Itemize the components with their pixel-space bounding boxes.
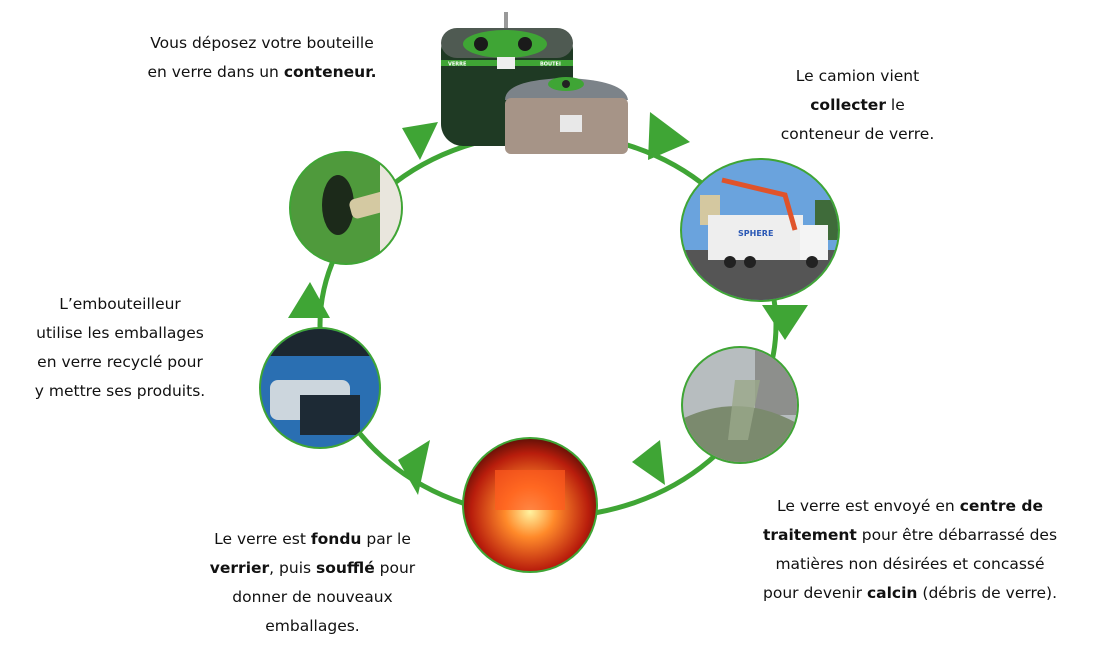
keyword: verrier — [209, 559, 270, 577]
container-band-label: VERRE — [448, 62, 467, 68]
text-line: conteneur de verre. — [780, 125, 935, 143]
text-segment: pour — [374, 559, 416, 577]
keyword: collecter — [810, 96, 886, 114]
text-line: traitement pour être débarrassé des — [725, 521, 1095, 550]
text-segment: Le verre est envoyé en — [777, 497, 960, 515]
step-1-deposit-text: Vous déposez votre bouteille en verre da… — [112, 29, 412, 87]
text-segment: (débris de verre). — [917, 584, 1057, 602]
keyword: fondu — [310, 530, 362, 548]
keyword: calcin — [866, 584, 918, 602]
text-line: Vous déposez votre bouteille — [150, 34, 374, 52]
text-segment: pour être débarrassé des — [856, 526, 1058, 544]
text-line: y mettre ses produits. — [34, 382, 206, 400]
arrow-icon — [648, 112, 690, 160]
text-segment: Le verre est — [214, 530, 311, 548]
truck-lettering: SPHERE — [738, 229, 773, 238]
keyword: centre de — [959, 497, 1043, 515]
glass-container-image: VERRE BOUTEI — [441, 12, 628, 154]
bottling-line-image — [261, 329, 379, 447]
text-line: collecter le — [740, 91, 975, 120]
text-segment: par le — [361, 530, 411, 548]
text-line: Le verre est fondu par le — [175, 525, 450, 554]
step-5-bottler-text: L’embouteilleur utilise les emballages e… — [0, 290, 240, 406]
arrow-icon — [288, 282, 330, 318]
arrow-icon — [398, 440, 430, 495]
container-band-label: BOUTEI — [540, 62, 561, 68]
text-line: pour devenir calcin (débris de verre). — [725, 579, 1095, 608]
truck-image: SPHERE — [682, 160, 838, 300]
text-segment: , puis — [269, 559, 316, 577]
cycle-arrows — [288, 112, 808, 495]
text-line: emballages. — [265, 617, 360, 635]
step-3-treatment-text: Le verre est envoyé en centre de traitem… — [725, 492, 1095, 608]
text-line: L’embouteilleur — [59, 295, 181, 313]
text-line: en verre dans un conteneur. — [112, 58, 412, 87]
text-line: donner de nouveaux — [232, 588, 393, 606]
bottle-deposit-image — [291, 153, 401, 263]
text-line: Le camion vient — [795, 67, 920, 85]
keyword: soufflé — [316, 559, 375, 577]
text-segment: en verre dans un — [147, 63, 284, 81]
text-line: verrier, puis soufflé pour — [175, 554, 450, 583]
arrow-icon — [632, 440, 665, 485]
keyword: traitement — [762, 526, 857, 544]
step-2-collect-text: Le camion vient collecter le conteneur d… — [740, 62, 975, 149]
text-line: en verre recyclé pour — [37, 353, 203, 371]
text-segment: pour devenir — [763, 584, 867, 602]
keyword: conteneur. — [283, 63, 377, 81]
text-line: Le verre est envoyé en centre de — [725, 492, 1095, 521]
arrow-icon — [762, 305, 808, 340]
text-line: matières non désirées et concassé — [775, 555, 1045, 573]
step-4-melting-text: Le verre est fondu par le verrier, puis … — [175, 525, 450, 641]
furnace-image — [464, 439, 596, 571]
arrow-icon — [402, 122, 438, 160]
text-line: utilise les emballages — [36, 324, 204, 342]
text-segment: le — [885, 96, 905, 114]
